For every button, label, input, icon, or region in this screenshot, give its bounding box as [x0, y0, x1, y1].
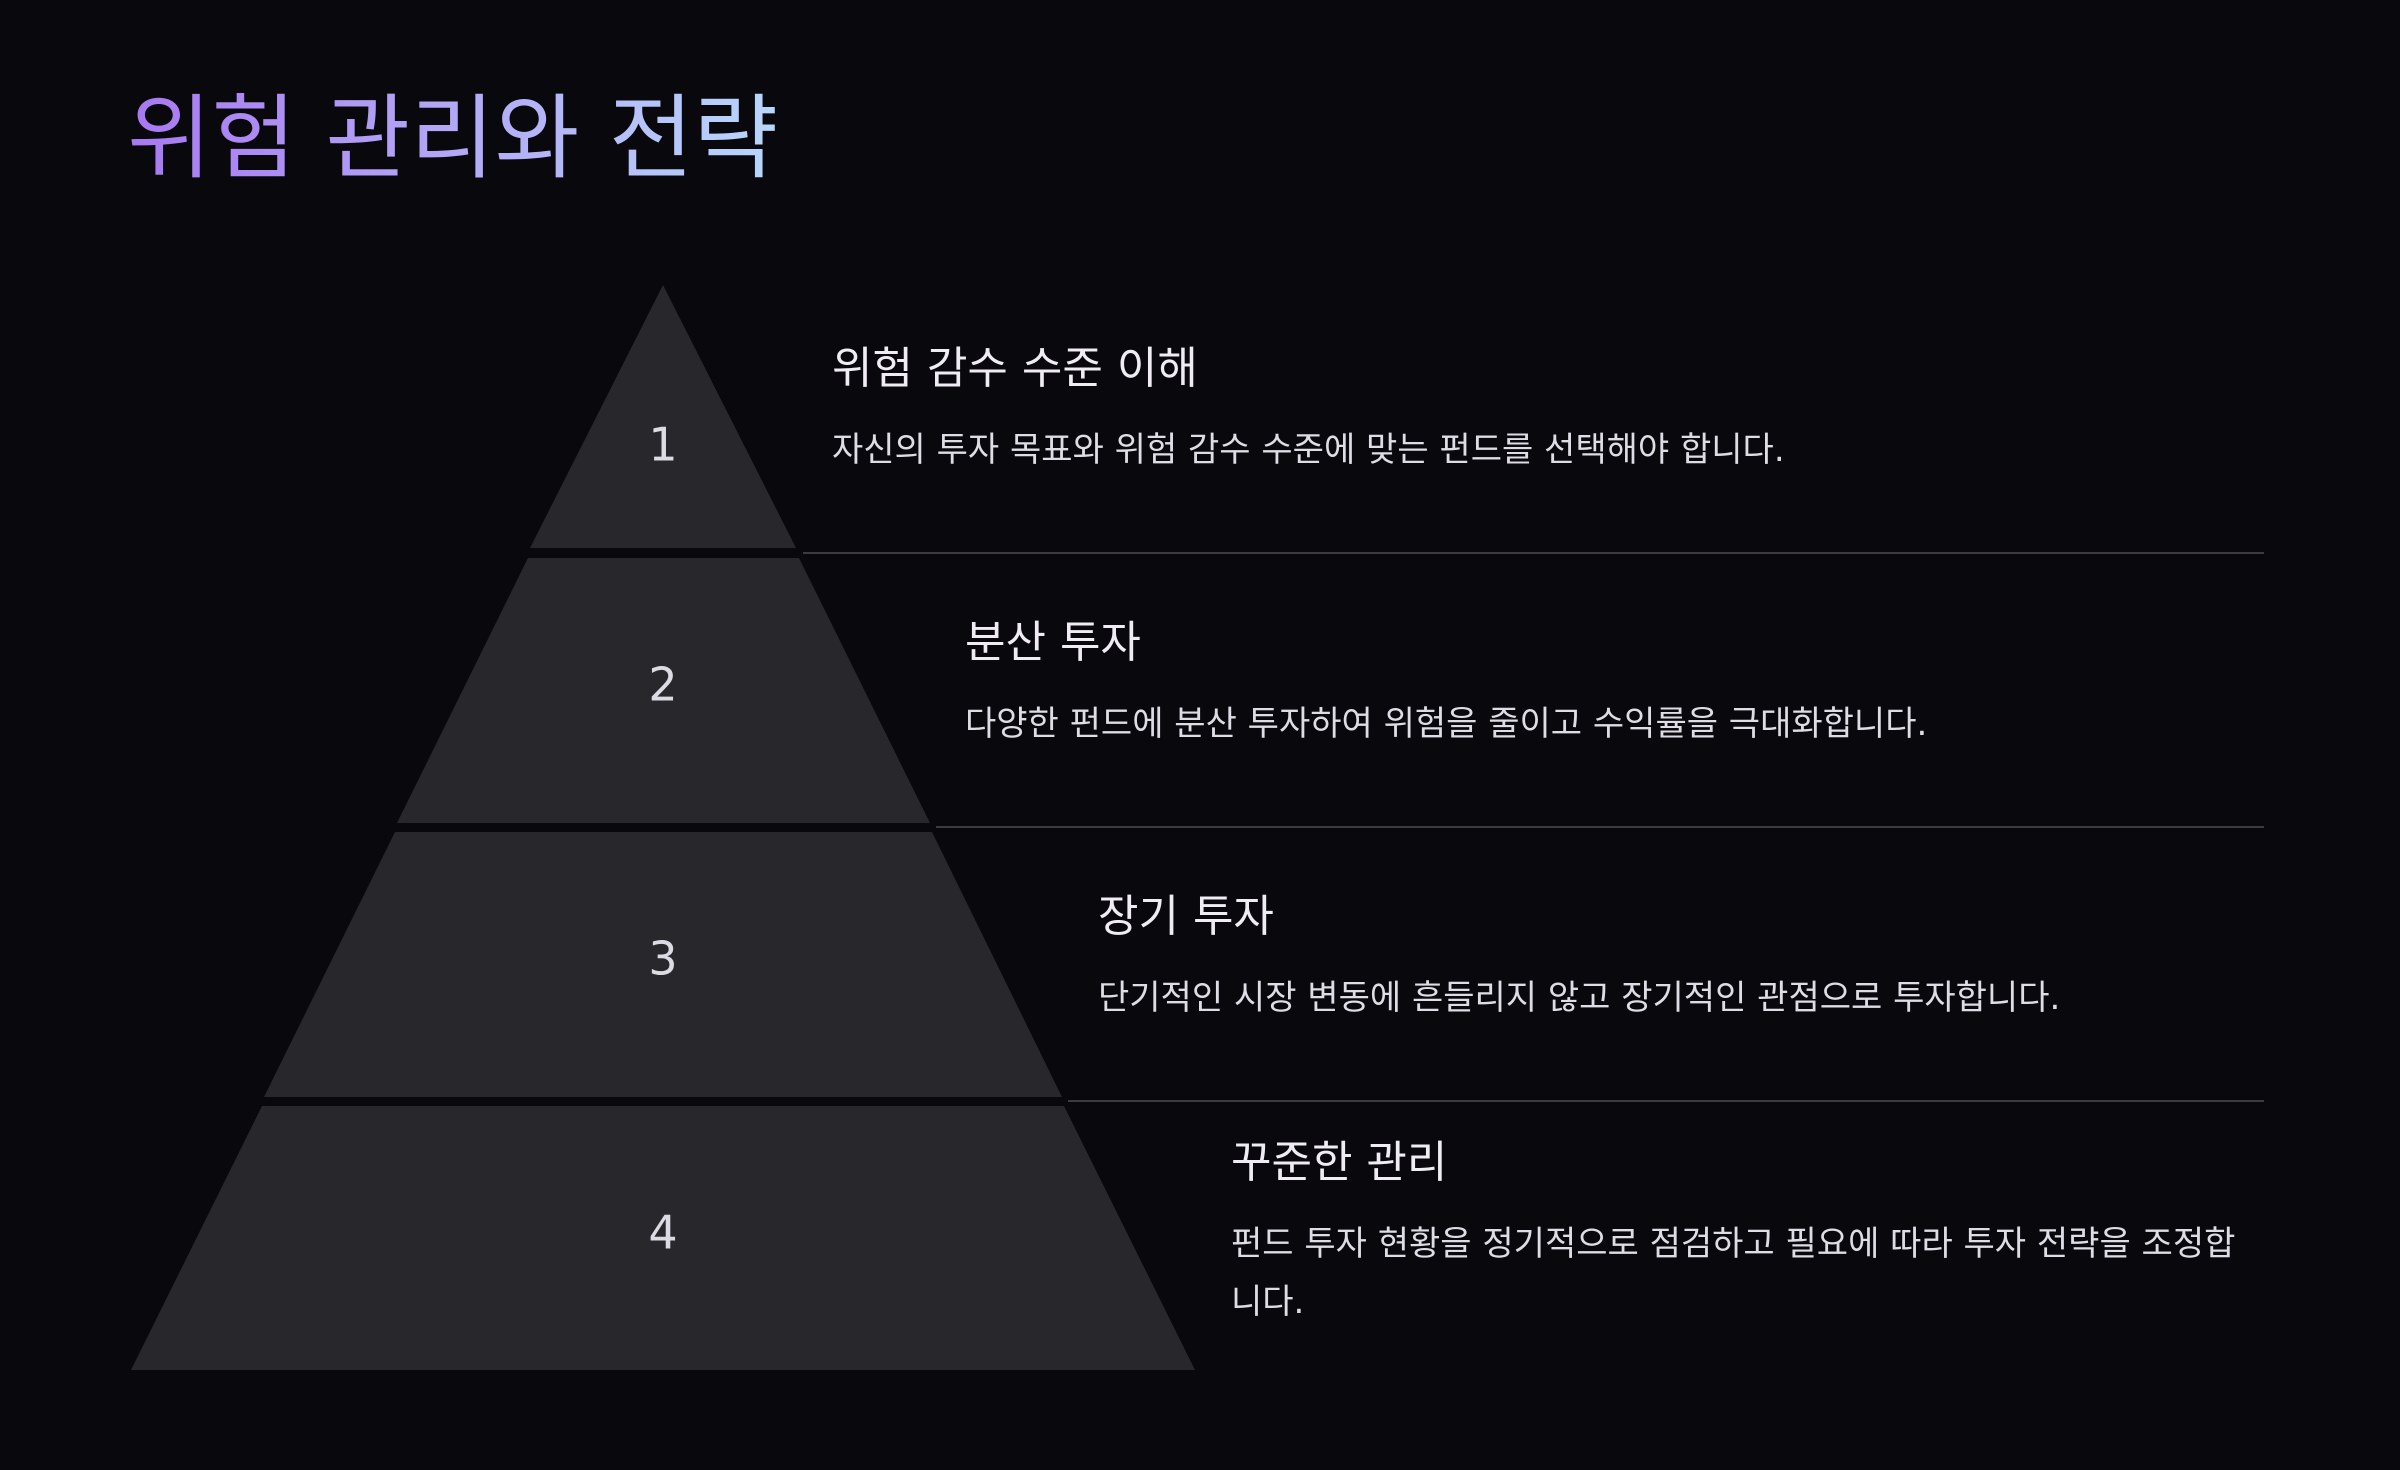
level-3-text: 장기 투자 단기적인 시장 변동에 흔들리지 않고 장기적인 관점으로 투자합니… — [1098, 891, 2258, 1028]
level-2-title: 분산 투자 — [965, 617, 1141, 668]
level-1-description: 자신의 투자 목표와 위험 감수 수준에 맞는 펀드를 선택해야 합니다. — [832, 429, 1785, 470]
page-title: 위험 관리와 전략 — [127, 85, 778, 192]
pyramid-number-4: 4 — [648, 1206, 677, 1260]
level-3-description: 단기적인 시장 변동에 흔들리지 않고 장기적인 관점으로 투자합니다. — [1098, 977, 2061, 1018]
pyramid-layer-1 — [530, 285, 796, 548]
level-3-title: 장기 투자 — [1098, 891, 1274, 942]
level-2-text: 분산 투자 다양한 펀드에 분산 투자하여 위험을 줄이고 수익률을 극대화합니… — [965, 617, 2255, 754]
pyramid-number-2: 2 — [648, 658, 677, 712]
pyramid-layer-3 — [264, 832, 1062, 1097]
pyramid-number-3: 3 — [648, 932, 677, 986]
level-1-title: 위험 감수 수준 이해 — [832, 343, 1198, 394]
level-1-text: 위험 감수 수준 이해 자신의 투자 목표와 위험 감수 수준에 맞는 펀드를 … — [832, 343, 2252, 480]
level-4-text: 꾸준한 관리 펀드 투자 현황을 정기적으로 점검하고 필요에 따라 투자 전략… — [1231, 1137, 2246, 1331]
pyramid-layer-2 — [397, 558, 930, 823]
level-2-description: 다양한 펀드에 분산 투자하여 위험을 줄이고 수익률을 극대화합니다. — [965, 703, 1928, 744]
pyramid-number-1: 1 — [648, 418, 677, 472]
pyramid-layer-4 — [131, 1106, 1195, 1370]
level-4-description: 펀드 투자 현황을 정기적으로 점검하고 필요에 따라 투자 전략을 조정합니다… — [1231, 1223, 2236, 1322]
level-4-title: 꾸준한 관리 — [1231, 1137, 1448, 1188]
